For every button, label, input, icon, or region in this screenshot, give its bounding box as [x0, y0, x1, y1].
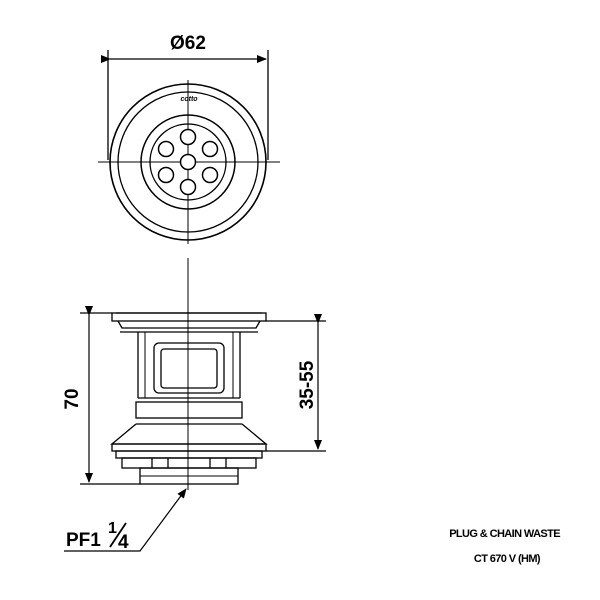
lower-collar [135, 401, 243, 419]
drain-hole [201, 140, 219, 158]
cone-nut-lower [115, 450, 263, 459]
height-label: 70 [62, 388, 83, 409]
thread-label-main: PF1 [66, 530, 101, 551]
inner-flange-ring [117, 91, 259, 233]
thread-label: PF1 1 4 [66, 520, 129, 553]
range-label: 35-55 [297, 360, 318, 409]
drain-hole-center [179, 153, 197, 171]
drain-hole [201, 166, 219, 184]
thread-label-numerator: 1 [108, 520, 117, 537]
product-code: CT 670 V (HM) [473, 553, 541, 565]
cone-nut [110, 423, 268, 445]
overflow-window-outer [153, 342, 225, 394]
flange-body [111, 312, 267, 322]
brand-logo-mark: cotto [180, 96, 198, 103]
overflow-window-inner [160, 348, 218, 389]
drain-hole [157, 140, 175, 158]
thread-label-denominator: 4 [118, 532, 129, 553]
top-view [98, 50, 280, 244]
hex-nut [121, 457, 257, 469]
cone-nut-base [111, 443, 267, 452]
thread-fraction-bar [109, 522, 127, 548]
flange-underside [117, 320, 261, 329]
outer-flange-ring [109, 83, 267, 241]
side-view [64, 258, 326, 552]
drain-holes [157, 128, 219, 196]
drain-hole [157, 166, 175, 184]
product-name: PLUG & CHAIN WASTE [449, 528, 560, 540]
diameter-label: Ø62 [170, 33, 206, 54]
thread-leader [64, 488, 187, 552]
drain-hole [179, 178, 197, 196]
grid-ring-outer [140, 114, 236, 210]
drain-hole [179, 128, 197, 146]
grid-ring-inner [149, 123, 227, 201]
